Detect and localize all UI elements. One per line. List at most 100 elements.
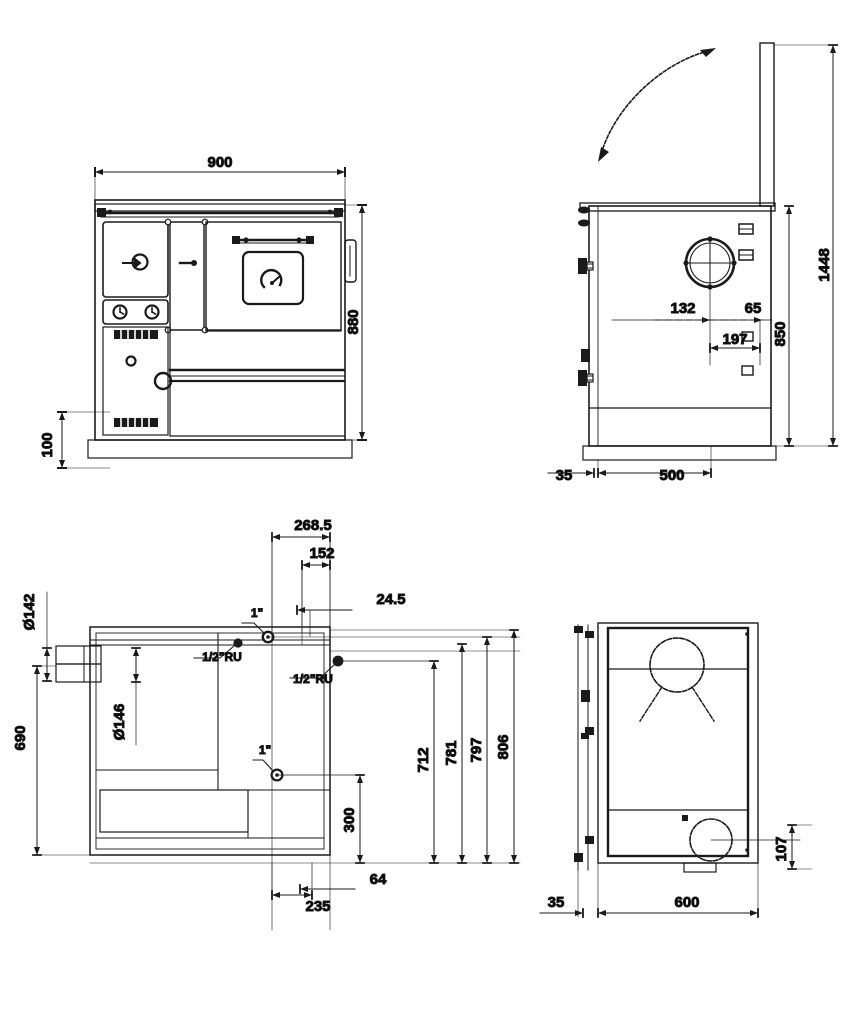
front-lower-left-panel: [102, 326, 169, 436]
dim-plan-d142: Ø142: [21, 591, 52, 682]
side-hinge-upper: [578, 258, 594, 274]
dim-side-197: 197: [709, 319, 761, 366]
dim-label-plan-712: 712: [415, 747, 432, 772]
front-middle-handle-knob[interactable]: [191, 260, 197, 266]
front-oven-handle-end-left: [232, 236, 240, 244]
dim-side-1448: 1448: [773, 44, 839, 447]
dim-plan-690: 690: [12, 665, 91, 856]
dim-label-plan-781: 781: [443, 740, 460, 765]
dim-plan-300: 300: [276, 774, 365, 864]
dim-label-plan-300: 300: [341, 807, 358, 832]
dim-plan-64: 64: [299, 862, 387, 894]
dim-rear-600: 600: [597, 862, 759, 918]
rear-body-outline: [597, 622, 759, 864]
front-firebox-arrow-icon: [122, 256, 142, 270]
dim-label-rear-107: 107: [773, 836, 790, 861]
dim-plan-781: 781: [443, 643, 467, 864]
conn-label-1in-low: 1": [259, 743, 271, 757]
dim-label-plan-64: 64: [370, 871, 387, 888]
rear-mark-icon: [682, 815, 688, 821]
plan-conn-node-half-ru-a[interactable]: [233, 638, 243, 648]
dim-label-rear-35: 35: [548, 894, 565, 911]
rear-guide-right: [691, 686, 715, 722]
rear-corner-dot-tr: [745, 632, 749, 636]
view-side-elevation: 132 65 197 850: [547, 42, 839, 485]
dim-side-500: 500: [597, 445, 712, 485]
front-knob-right[interactable]: [144, 304, 160, 320]
front-rail-stud-right: [327, 209, 333, 215]
side-latch-block: [581, 349, 590, 362]
dim-plan-806: 806: [329, 629, 519, 864]
dim-label-plan-d146: Ø146: [111, 704, 128, 741]
dim-label-side-850: 850: [772, 321, 789, 346]
side-hinge-lower: [578, 370, 594, 386]
dim-label-front-plinth: 100: [39, 432, 56, 457]
front-vent-grille-upper: [114, 329, 158, 340]
dim-label-front-height: 880: [345, 309, 362, 334]
dim-label-plan-152: 152: [309, 545, 334, 562]
front-oven-handle-stud-r: [296, 237, 302, 243]
rear-guide-left: [639, 686, 663, 722]
side-flue-outlet: [683, 236, 737, 290]
dim-rear-35: 35: [539, 869, 584, 918]
dim-label-plan-d142: Ø142: [21, 594, 38, 631]
conn-label-half-ru-b: 1/2"RU: [293, 672, 333, 686]
dim-label-plan-797: 797: [468, 737, 485, 762]
dim-label-side-500: 500: [659, 467, 684, 484]
plan-body-inner: [95, 632, 325, 850]
front-plinth: [87, 439, 353, 459]
front-oven-handle-stud-l: [243, 237, 249, 243]
dim-label-side-65: 65: [745, 300, 762, 317]
dim-label-plan-235: 235: [305, 898, 330, 915]
dim-label-side-197: 197: [722, 331, 747, 348]
dim-label-plan-2685: 268.5: [294, 517, 332, 534]
side-base: [582, 445, 777, 461]
dim-plan-d146: Ø146: [111, 647, 141, 746]
dim-label-side-1448: 1448: [816, 248, 833, 281]
front-control-strip: [102, 299, 169, 325]
dim-plan-797: 797: [468, 636, 492, 864]
side-top-plate: [579, 202, 776, 212]
front-rail-bracket-left: [97, 208, 106, 217]
rear-corner-dot-br: [745, 848, 749, 852]
view-plan: 1" 1/2"RU 1/2"RU 1" Ø142: [12, 517, 521, 931]
view-front-elevation: 900: [39, 154, 367, 469]
front-side-handle[interactable]: [344, 239, 357, 283]
dim-label-side-35: 35: [556, 467, 573, 484]
door-swing-arrow-icon: [598, 48, 716, 162]
front-small-knob[interactable]: [125, 355, 137, 367]
dim-plan-712: 712: [415, 660, 439, 864]
dim-label-plan-245: 24.5: [376, 591, 405, 608]
dim-label-side-132: 132: [670, 300, 695, 317]
dim-plan-245: 24.5: [296, 591, 406, 637]
front-oven-window: [241, 250, 305, 306]
dim-label-front-width: 900: [207, 154, 232, 171]
dim-label-rear-600: 600: [674, 894, 699, 911]
plan-flue-collar: [55, 645, 102, 683]
front-pivot-a: [164, 218, 172, 226]
front-vent-grille-lower: [114, 417, 158, 428]
view-rear-elevation: 107 600 35: [539, 622, 813, 918]
conn-label-1in-top: 1": [251, 606, 263, 620]
rear-base-foot: [683, 862, 717, 873]
side-right-fittings: [738, 223, 754, 376]
label-conn-half-ru-a: 1/2"RU: [193, 645, 242, 665]
dim-label-plan-690: 690: [12, 725, 29, 750]
front-hotplate: [94, 203, 346, 212]
label-conn-1in-top: 1": [241, 606, 265, 634]
label-conn-1in-low: 1": [252, 743, 274, 772]
dim-rear-107: 107: [773, 824, 813, 870]
front-middle-door[interactable]: [169, 221, 205, 331]
front-oven-handle-end-right: [306, 236, 314, 244]
front-rail-stud-left: [107, 209, 113, 215]
front-oven-panel: [205, 221, 342, 331]
front-firebox-door[interactable]: [102, 221, 169, 298]
label-conn-half-ru-b: 1/2"RU: [289, 664, 335, 687]
rear-hinge-strip: [574, 624, 594, 871]
dim-label-plan-806: 806: [495, 734, 512, 759]
front-knob-left[interactable]: [112, 304, 128, 320]
dim-front-width: 900: [94, 154, 346, 211]
rear-panel-outline: [606, 626, 750, 858]
